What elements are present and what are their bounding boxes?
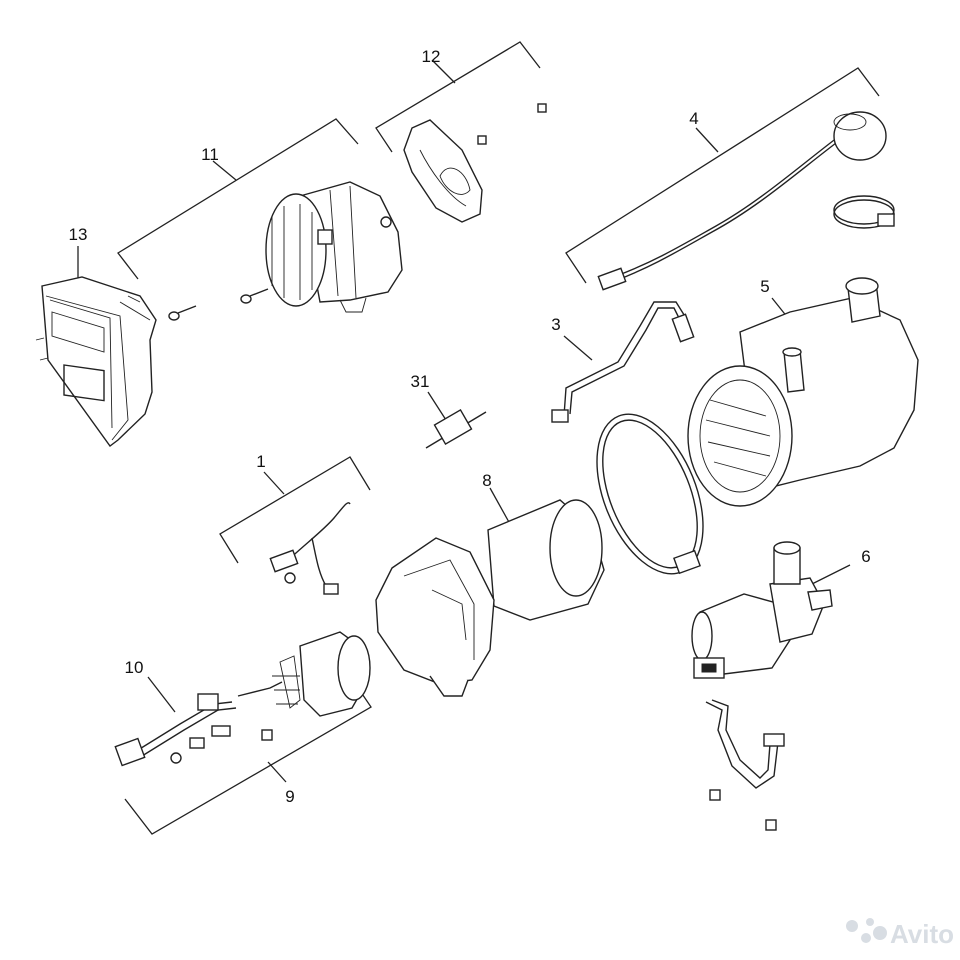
- hose-clamp: [833, 195, 895, 229]
- bracket-4: [565, 67, 880, 284]
- callout-5: 5: [760, 277, 769, 296]
- avito-logo-icon: [846, 918, 887, 943]
- callout-labels: 12 11 4 13 5 3 31 1 8 6 10 9: [69, 47, 871, 806]
- callout-31: 31: [411, 372, 430, 391]
- circulation-pump: [691, 541, 833, 679]
- heat-exchanger: [687, 277, 919, 507]
- exchanger-clamp-ring: [596, 413, 704, 575]
- control-unit-cover: [35, 276, 157, 447]
- blower-flange: [403, 119, 483, 223]
- callout-1: 1: [256, 452, 265, 471]
- callout-12: 12: [422, 47, 441, 66]
- screw-12a: [477, 135, 487, 145]
- callout-3: 3: [551, 315, 560, 334]
- bracket-11: [117, 118, 359, 280]
- bracket-screw-b: [765, 819, 777, 831]
- bracket-12: [375, 41, 541, 153]
- glow-plug-wiring: [269, 502, 351, 595]
- combustion-chamber: [375, 499, 605, 697]
- watermark-text: Avito: [890, 919, 954, 949]
- blower-motor: [265, 181, 403, 313]
- avito-watermark: Avito: [846, 918, 954, 949]
- fuel-filter: [425, 409, 487, 449]
- callout-6: 6: [861, 547, 870, 566]
- glow-plug: [114, 693, 237, 767]
- screw-13a: [168, 305, 197, 321]
- leader-lines: [77, 246, 851, 713]
- temperature-sensor-cable: [597, 111, 887, 291]
- pump-bracket: [705, 699, 785, 789]
- callout-11: 11: [201, 145, 219, 164]
- screw-13b: [240, 288, 269, 304]
- callout-8: 8: [482, 471, 491, 490]
- callout-10: 10: [125, 658, 144, 677]
- fuel-line: [551, 301, 695, 423]
- bracket-1: [219, 456, 371, 564]
- burner-assembly: [237, 631, 371, 741]
- callout-9: 9: [285, 787, 294, 806]
- screw-12b: [537, 103, 547, 113]
- bracket-screw-a: [709, 789, 721, 801]
- callout-4: 4: [689, 109, 698, 128]
- callout-13: 13: [69, 225, 88, 244]
